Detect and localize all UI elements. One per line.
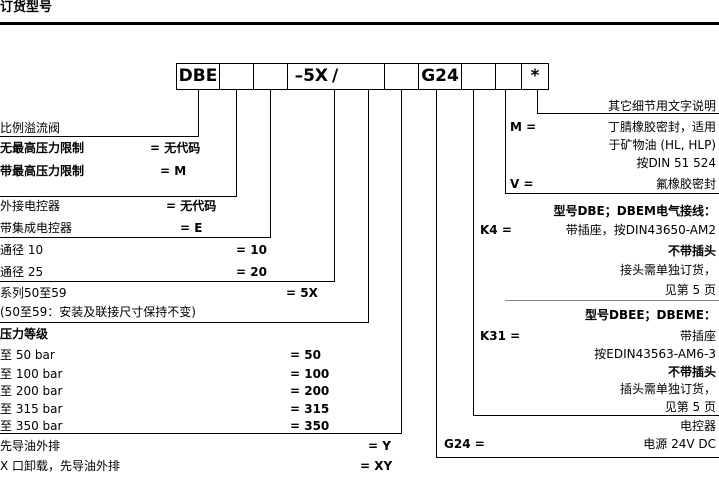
- section-heading: 型号DBE；DBEM电气接线：: [553, 204, 716, 218]
- option-label: 至 100 bar: [0, 367, 63, 381]
- option-desc: 见第 5 页: [664, 283, 716, 297]
- option-desc: 按EDIN43563-AM6-3: [594, 347, 716, 361]
- leader-line: [505, 90, 506, 194]
- other-details-label: 其它细节用文字说明: [607, 99, 716, 113]
- code-box-connector: [461, 63, 496, 90]
- option-code: M =: [510, 120, 537, 134]
- option-code: = 200: [290, 384, 330, 398]
- option-desc: 电源 24V DC: [643, 437, 716, 451]
- option-desc: 带插座: [679, 329, 716, 343]
- option-desc: 不带插头: [667, 365, 716, 379]
- option-desc: 按DIN 51 524: [636, 156, 716, 170]
- option-desc: 电控器: [679, 419, 716, 433]
- option-code: G24 =: [444, 437, 485, 451]
- code-box-electronics: [253, 63, 288, 90]
- option-code: = 10: [236, 243, 267, 257]
- option-desc: 带插座，按DIN43650-AM2: [565, 223, 716, 237]
- option-label: 通径 25: [0, 265, 44, 279]
- option-label: 带集成电控器: [0, 221, 73, 235]
- code-box-type: DBE: [176, 63, 220, 90]
- leader-line: [537, 113, 719, 114]
- option-code: K31 =: [480, 329, 521, 343]
- code-box-nominal-size: –5X: [287, 63, 331, 90]
- leader-line: [473, 415, 719, 416]
- option-label: 通径 10: [0, 243, 44, 257]
- option-code: = 315: [290, 402, 330, 416]
- option-desc: 于矿物油 (HL, HLP): [608, 138, 716, 152]
- code-box-seal: [495, 63, 522, 90]
- option-label: 至 50 bar: [0, 348, 55, 362]
- leader-line: [270, 90, 271, 238]
- option-desc: 丁腈橡胶密封，适用: [607, 120, 716, 134]
- leader-line: [505, 193, 719, 194]
- leader-line: [0, 322, 369, 323]
- option-desc: 见第 5 页: [664, 400, 716, 414]
- option-desc: 氟橡胶密封: [655, 177, 716, 191]
- option-desc: 插头需单独订货，: [619, 382, 716, 396]
- product-name: 比例溢流阀: [0, 121, 61, 135]
- option-code: = 20: [236, 265, 267, 279]
- section-heading: 压力等级: [0, 327, 49, 341]
- option-label: 至 200 bar: [0, 384, 63, 398]
- option-label: 无最高压力限制: [0, 141, 85, 155]
- leader-line: [236, 90, 237, 197]
- series-note: (50至59：安装及联接尺寸保持不变): [0, 305, 196, 319]
- option-label: X 口卸载，先导油外排: [0, 459, 121, 473]
- code-box-other: *: [521, 63, 549, 90]
- option-code: = 350: [290, 419, 330, 433]
- option-code: = M: [160, 164, 187, 178]
- title-rule: [0, 22, 719, 25]
- leader-line: [0, 281, 335, 282]
- option-desc: 不带插头: [667, 244, 716, 258]
- option-code: V =: [510, 177, 534, 191]
- leader-line: [401, 90, 402, 434]
- leader-line: [436, 457, 719, 458]
- option-label: 至 350 bar: [0, 419, 63, 433]
- leader-line: [473, 90, 474, 416]
- code-box-pilot-oil: [384, 63, 419, 90]
- option-code: = 50: [290, 348, 321, 362]
- option-label: 先导油外排: [0, 439, 61, 453]
- leader-line: [334, 90, 335, 282]
- section-divider: [505, 300, 719, 301]
- option-label: 系列50至59: [0, 286, 67, 300]
- option-label: 外接电控器: [0, 199, 61, 213]
- option-code: = 无代码: [166, 199, 217, 213]
- leader-line: [436, 90, 437, 458]
- option-code: = E: [180, 221, 203, 235]
- page-title: 订货型号: [0, 0, 53, 15]
- leader-line: [0, 196, 237, 197]
- leader-line: [0, 136, 199, 137]
- option-label: 带最高压力限制: [0, 164, 85, 178]
- option-desc: 接头需单独订货，: [619, 263, 716, 277]
- option-label: 至 315 bar: [0, 402, 63, 416]
- option-code: = XY: [360, 459, 393, 473]
- code-box-supply: G24: [418, 63, 462, 90]
- leader-line: [198, 90, 199, 137]
- code-box-max-pressure: [219, 63, 254, 90]
- option-code: = 5X: [286, 286, 318, 300]
- option-code: = Y: [368, 439, 391, 453]
- code-box-series-slash: /: [330, 63, 385, 90]
- leader-line: [368, 90, 369, 323]
- option-code: = 100: [290, 367, 330, 381]
- leader-line: [537, 90, 538, 114]
- option-code: K4 =: [480, 223, 512, 237]
- leader-line: [0, 237, 271, 238]
- option-code: = 无代码: [150, 141, 201, 155]
- section-heading: 型号DBEE；DBEME：: [585, 308, 716, 322]
- leader-line: [0, 433, 402, 434]
